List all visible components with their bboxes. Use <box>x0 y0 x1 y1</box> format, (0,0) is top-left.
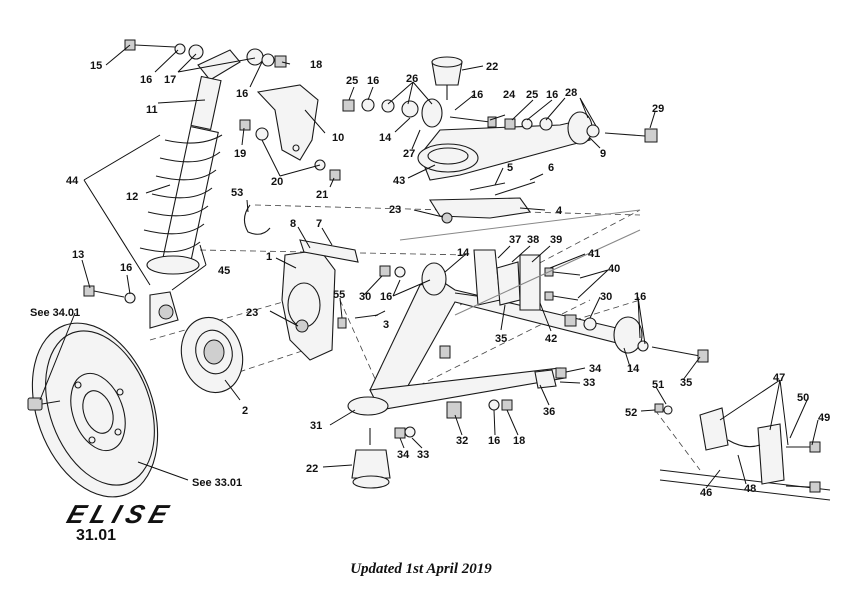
upper-wishbone <box>417 98 600 181</box>
see-34-01-label: See 34.01 <box>30 307 80 319</box>
callout-25b: 25 <box>526 89 538 101</box>
callout-46: 46 <box>700 487 712 499</box>
callout-55: 55 <box>333 289 345 301</box>
callout-12: 12 <box>126 191 138 203</box>
page-reference: 31.01 <box>76 527 117 544</box>
callout-3: 3 <box>383 319 389 331</box>
callout-16e: 16 <box>546 89 558 101</box>
callout-21: 21 <box>316 189 328 201</box>
callout-33a: 33 <box>583 377 595 389</box>
callout-18a: 18 <box>310 59 322 71</box>
callout-43: 43 <box>393 175 405 187</box>
see-33-01-label: See 33.01 <box>192 477 242 489</box>
callout-33b: 33 <box>417 449 429 461</box>
callout-49: 49 <box>818 412 830 424</box>
hub-bearing <box>180 316 244 394</box>
callout-16h: 16 <box>634 291 646 303</box>
hub-carrier-upright <box>281 239 379 361</box>
callout-16g: 16 <box>380 291 392 303</box>
damper-lower-bolt <box>83 285 136 304</box>
callout-45: 45 <box>218 265 230 277</box>
callout-35a: 35 <box>495 333 507 345</box>
callout-leaders <box>39 44 819 489</box>
callout-16i: 16 <box>488 435 500 447</box>
callout-14b: 14 <box>457 247 470 259</box>
callout-35b: 35 <box>680 377 692 389</box>
callout-25a: 25 <box>346 75 358 87</box>
callout-48: 48 <box>744 483 756 495</box>
callout-16d: 16 <box>471 89 483 101</box>
chassis-outline <box>399 209 641 316</box>
callout-8: 8 <box>290 218 296 230</box>
callout-17: 17 <box>164 74 176 86</box>
callout-51: 51 <box>652 379 664 391</box>
brake-disc <box>31 322 159 498</box>
callout-44: 44 <box>66 175 79 187</box>
callout-23b: 23 <box>246 307 258 319</box>
callout-13: 13 <box>72 249 84 261</box>
damper-bracket <box>239 84 341 181</box>
retaining-clip <box>243 204 271 235</box>
callout-37: 37 <box>509 234 521 246</box>
callout-20: 20 <box>271 176 283 188</box>
callout-10: 10 <box>332 132 344 144</box>
callout-14a: 14 <box>379 132 392 144</box>
damper-spring-unit <box>139 49 241 329</box>
callout-31: 31 <box>310 420 322 432</box>
callout-18b: 18 <box>513 435 525 447</box>
callout-34a: 34 <box>589 363 602 375</box>
callout-24: 24 <box>503 89 516 101</box>
callout-16f: 16 <box>120 262 132 274</box>
callout-2: 2 <box>242 405 248 417</box>
callout-7: 7 <box>316 218 322 230</box>
elise-logo: ELISE <box>63 499 179 529</box>
update-note: Updated 1st April 2019 <box>350 561 492 577</box>
callout-40: 40 <box>608 263 620 275</box>
callout-16c: 16 <box>367 75 379 87</box>
callout-41: 41 <box>588 248 600 260</box>
callout-16b: 16 <box>236 88 248 100</box>
callout-22b: 22 <box>306 463 318 475</box>
callout-50: 50 <box>797 392 809 404</box>
callout-15: 15 <box>90 60 102 72</box>
callout-30a: 30 <box>359 291 371 303</box>
callout-36: 36 <box>543 406 555 418</box>
anti-roll-bar-assembly <box>654 403 831 501</box>
callout-47: 47 <box>773 372 785 384</box>
callout-30b: 30 <box>600 291 612 303</box>
callout-32: 32 <box>456 435 468 447</box>
callout-4: 4 <box>556 205 563 217</box>
damper-top-bolt <box>124 39 287 68</box>
callout-22a: 22 <box>486 61 498 73</box>
callout-1: 1 <box>266 251 272 263</box>
callout-29: 29 <box>652 103 664 115</box>
callout-34b: 34 <box>397 449 410 461</box>
callout-28: 28 <box>565 87 577 99</box>
steering-arm-bracket <box>429 181 536 224</box>
callout-23a: 23 <box>389 204 401 216</box>
callout-9: 9 <box>600 148 606 160</box>
callout-11: 11 <box>146 104 158 116</box>
callout-14c: 14 <box>627 363 640 375</box>
anti-roll-bar-bracket <box>473 249 581 311</box>
callout-5: 5 <box>507 162 513 174</box>
upper-ball-joint <box>431 56 463 100</box>
callout-16a: 16 <box>140 74 152 86</box>
callout-19: 19 <box>234 148 246 160</box>
upper-wishbone-bolts <box>342 98 658 143</box>
disc-retaining-screw <box>27 397 61 411</box>
callout-numbers: 1 2 3 4 5 6 7 8 9 10 11 12 13 14 14 14 1… <box>66 59 830 499</box>
callout-53: 53 <box>231 187 243 199</box>
callout-52: 52 <box>625 407 637 419</box>
callout-42: 42 <box>545 333 557 345</box>
callout-6: 6 <box>548 162 554 174</box>
callout-39: 39 <box>550 234 562 246</box>
callout-27: 27 <box>403 148 415 160</box>
lower-ball-joint <box>351 428 391 489</box>
callout-38: 38 <box>527 234 539 246</box>
callout-26: 26 <box>406 73 418 85</box>
